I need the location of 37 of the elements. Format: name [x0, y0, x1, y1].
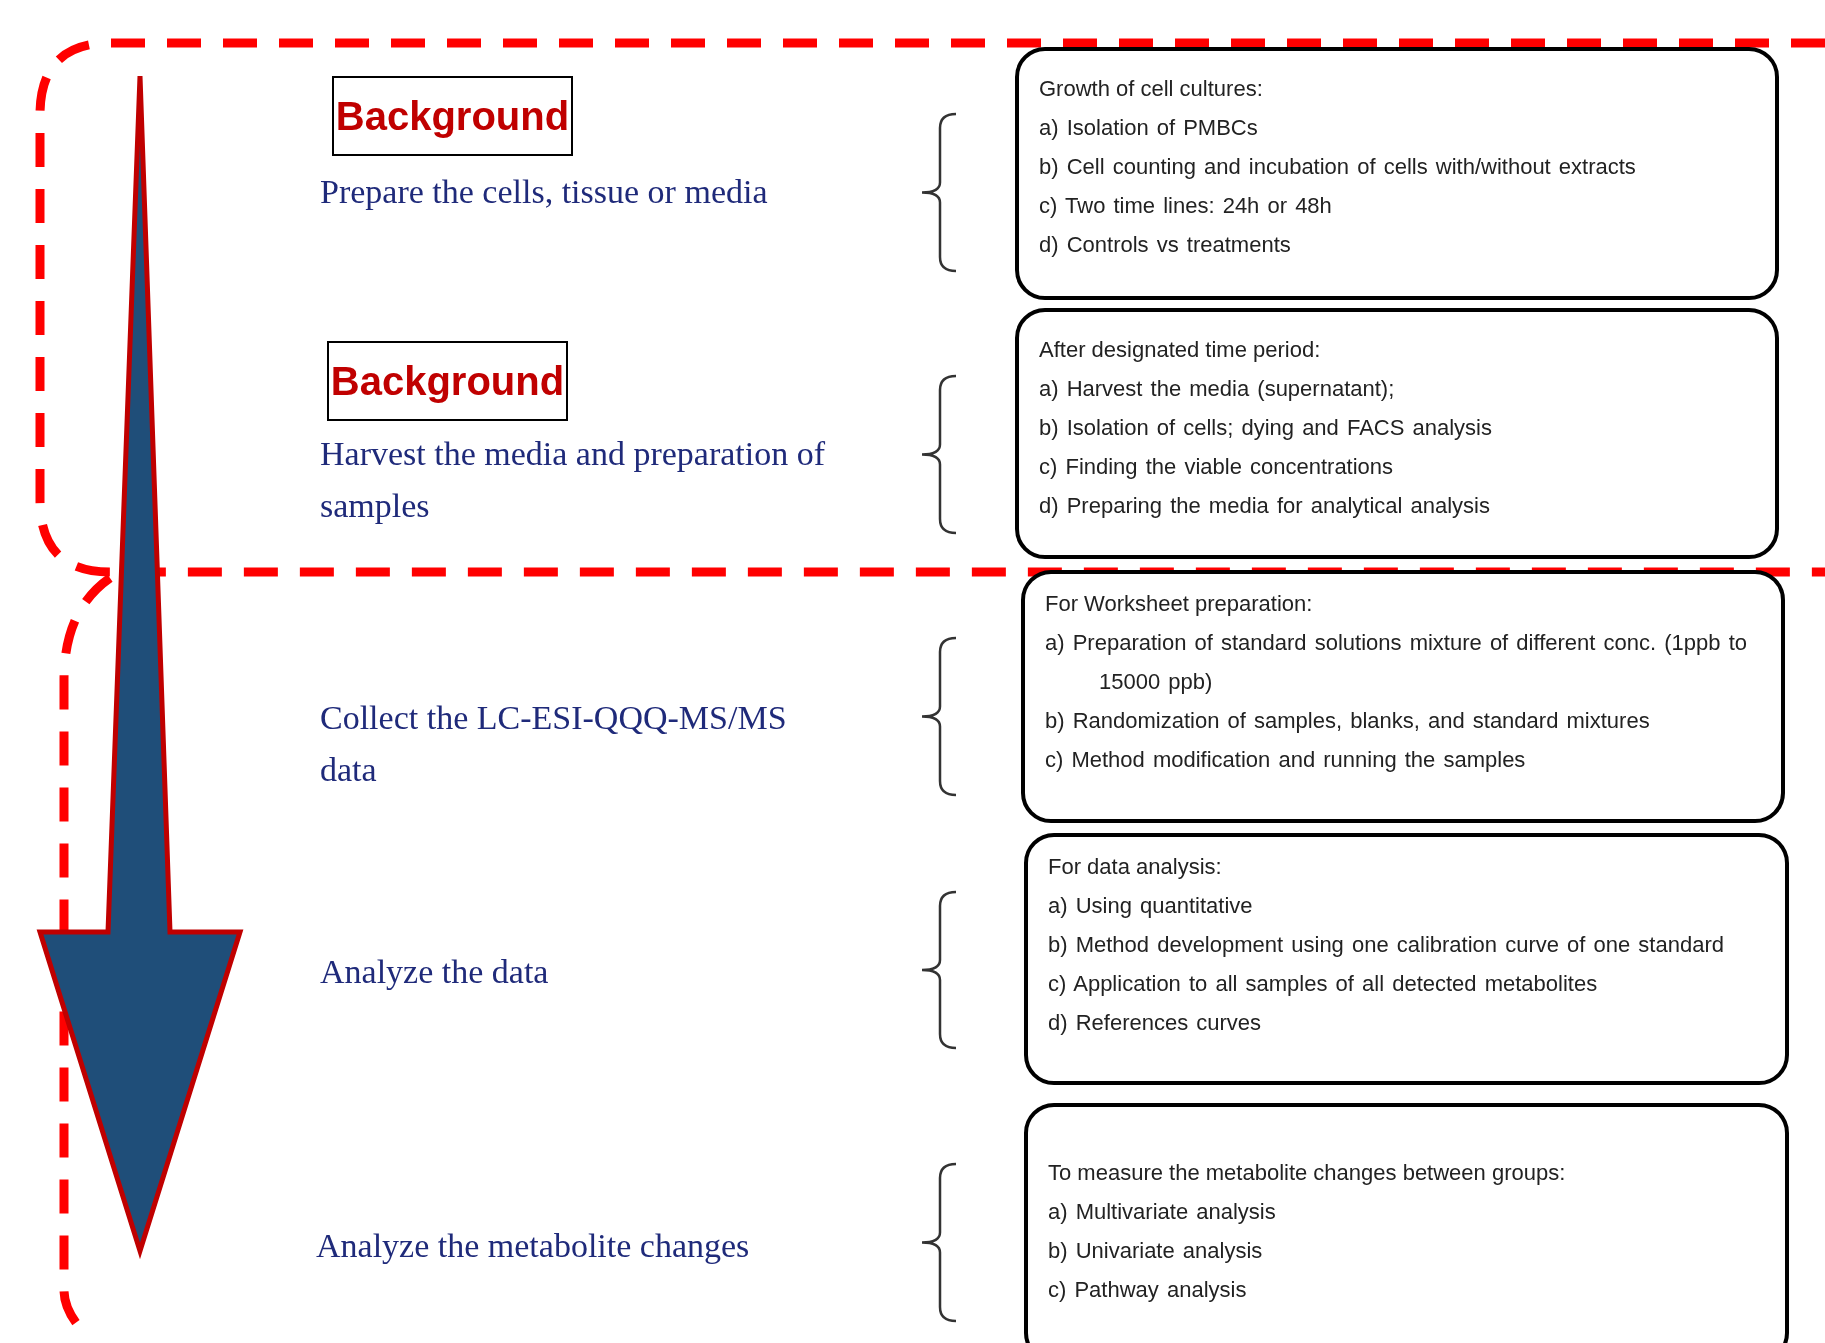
- list-item: a) Multivariate analysis: [1048, 1198, 1277, 1226]
- list-item: d) Preparing the media for analytical analysis: [1039, 492, 1491, 520]
- list-item: b) Randomization of samples, blanks, and standard mixtures: [1045, 707, 1651, 735]
- list-item: c) Method modification and running the samples: [1045, 746, 1527, 774]
- step-box: [1024, 1103, 1789, 1343]
- list-item: d) Controls vs treatments: [1039, 231, 1292, 259]
- box-heading: Growth of cell cultures:: [1039, 75, 1264, 103]
- list-item: b) Univariate analysis: [1048, 1237, 1264, 1265]
- box-heading: After designated time period:: [1039, 336, 1322, 364]
- box-heading: For data analysis:: [1048, 853, 1223, 881]
- list-item: a) Using quantitative: [1048, 892, 1254, 920]
- list-item: d) References curves: [1048, 1009, 1263, 1037]
- heading-text: Background: [335, 93, 570, 139]
- list-item: a) Preparation of standard solutions mixture of different conc. (1ppb to 15000 ppb): [1045, 629, 1748, 696]
- box-heading: For Worksheet preparation:: [1045, 590, 1314, 618]
- step-box: [1015, 47, 1779, 300]
- step-box: [1024, 833, 1789, 1085]
- step-box: [1015, 308, 1779, 559]
- step-label: Analyze the data: [320, 952, 550, 992]
- step-box: [1021, 570, 1785, 823]
- heading-box: [332, 76, 573, 156]
- list-item: b) Isolation of cells; dying and FACS analysis: [1039, 414, 1493, 442]
- step-label: Prepare the cells, tissue or media: [320, 172, 769, 212]
- list-item: b) Method development using one calibration curve of one standard: [1048, 931, 1725, 959]
- list-item: c) Finding the viable concentrations: [1039, 453, 1395, 481]
- heading-text: Background: [330, 358, 565, 404]
- list-item: a) Harvest the media (supernatant);: [1039, 375, 1396, 403]
- list-item: c) Pathway analysis: [1048, 1276, 1248, 1304]
- list-item: c) Two time lines: 24h or 48h: [1039, 192, 1333, 220]
- heading-box: [327, 341, 568, 421]
- step-label: Harvest the media and preparation of samples: [320, 434, 827, 526]
- box-heading: To measure the metabolite changes between groups:: [1048, 1159, 1567, 1187]
- step-label: Analyze the metabolite changes: [316, 1226, 751, 1266]
- list-item: c) Application to all samples of all detected metabolites: [1048, 970, 1599, 998]
- step-label: Collect the LC-ESI-QQQ-MS/MS data: [320, 698, 788, 790]
- list-item: a) Isolation of PMBCs: [1039, 114, 1259, 142]
- list-item: b) Cell counting and incubation of cells with/without extracts: [1039, 153, 1637, 181]
